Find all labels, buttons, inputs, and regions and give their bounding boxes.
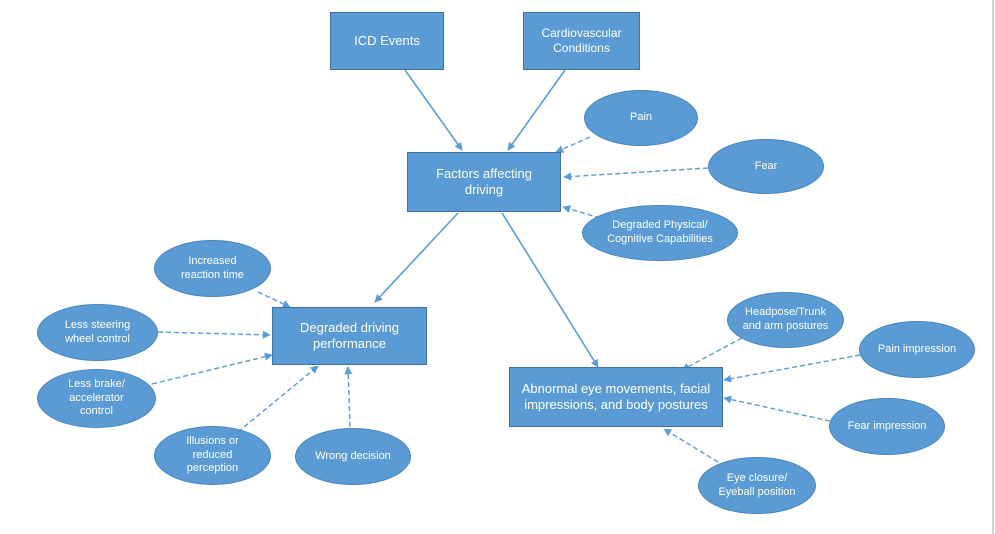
arrow-fear-to-factors bbox=[563, 167, 709, 181]
node-fear-impression: Fear impression bbox=[829, 398, 945, 455]
arrow-pain-impression-to-abnormal bbox=[723, 354, 861, 383]
node-cardiovascular-conditions: Cardiovascular Conditions bbox=[523, 12, 640, 70]
node-pain: Pain bbox=[584, 90, 698, 146]
node-headpose-trunk-arm-label: Headpose/Trunk and arm postures bbox=[742, 306, 829, 332]
node-degraded-driving-performance: Degraded driving performance bbox=[272, 307, 427, 365]
node-pain-label: Pain bbox=[629, 111, 653, 124]
arrow-icd-to-factors bbox=[404, 69, 463, 151]
node-icd-events-label: ICD Events bbox=[354, 32, 420, 48]
node-illusions-reduced-perception-label: Illusions or reduced perception bbox=[186, 434, 239, 475]
arrow-illusions-to-degraded bbox=[237, 365, 319, 433]
right-border-divider bbox=[992, 0, 994, 534]
node-fear: Fear bbox=[708, 139, 824, 194]
node-abnormal-eye-movements: Abnormal eye movements, facial impressio… bbox=[509, 367, 723, 427]
node-eye-closure-eyeball-position: Eye closure/ Eyeball position bbox=[698, 457, 816, 514]
node-pain-impression-label: Pain impression bbox=[877, 342, 957, 355]
node-pain-impression: Pain impression bbox=[859, 321, 975, 378]
node-less-steering-wheel-control-label: Less steering wheel control bbox=[64, 318, 131, 345]
node-less-brake-accelerator-control: Less brake/ accelerator control bbox=[37, 369, 156, 428]
arrow-fear-impression-to-abnormal bbox=[723, 395, 831, 422]
node-wrong-decision-label: Wrong decision bbox=[315, 449, 391, 462]
node-headpose-trunk-arm: Headpose/Trunk and arm postures bbox=[727, 292, 844, 348]
node-increased-reaction-time-label: Increased reaction time bbox=[181, 254, 244, 281]
arrow-headpose-to-abnormal bbox=[681, 337, 743, 371]
node-eye-closure-eyeball-position-label: Eye closure/ Eyeball position bbox=[718, 471, 796, 498]
node-factors-affecting-driving: Factors affecting driving bbox=[407, 152, 561, 212]
arrow-physical-to-factors bbox=[562, 205, 601, 219]
node-cardiovascular-conditions-label: Cardiovascular Conditions bbox=[541, 26, 622, 55]
arrow-steering-to-degraded bbox=[157, 330, 271, 339]
node-abnormal-eye-movements-label: Abnormal eye movements, facial impressio… bbox=[521, 380, 711, 412]
arrow-reaction-to-degraded bbox=[257, 291, 291, 308]
node-fear-label: Fear bbox=[754, 159, 778, 172]
arrow-pain-to-factors bbox=[555, 136, 591, 153]
node-less-brake-accelerator-control-label: Less brake/ accelerator control bbox=[68, 377, 125, 418]
node-illusions-reduced-perception: Illusions or reduced perception bbox=[154, 426, 271, 485]
node-degraded-driving-performance-label: Degraded driving performance bbox=[299, 319, 399, 351]
node-icd-events: ICD Events bbox=[330, 12, 444, 70]
node-increased-reaction-time: Increased reaction time bbox=[154, 240, 271, 297]
node-less-steering-wheel-control: Less steering wheel control bbox=[37, 304, 158, 361]
arrow-factors-to-degraded-driving bbox=[374, 212, 459, 303]
node-factors-affecting-driving-label: Factors affecting driving bbox=[436, 165, 532, 197]
node-wrong-decision: Wrong decision bbox=[295, 428, 411, 485]
arrow-eye-closure-to-abnormal bbox=[663, 428, 719, 463]
arrow-cardio-to-factors bbox=[507, 69, 566, 151]
node-degraded-physical-cognitive-label: Degraded Physical/ Cognitive Capabilitie… bbox=[607, 219, 713, 245]
node-fear-impression-label: Fear impression bbox=[847, 419, 927, 432]
arrow-brake-to-degraded bbox=[151, 352, 273, 385]
arrow-wrong-to-degraded bbox=[344, 366, 353, 428]
node-degraded-physical-cognitive: Degraded Physical/ Cognitive Capabilitie… bbox=[582, 205, 738, 261]
arrow-factors-to-abnormal bbox=[501, 212, 599, 368]
